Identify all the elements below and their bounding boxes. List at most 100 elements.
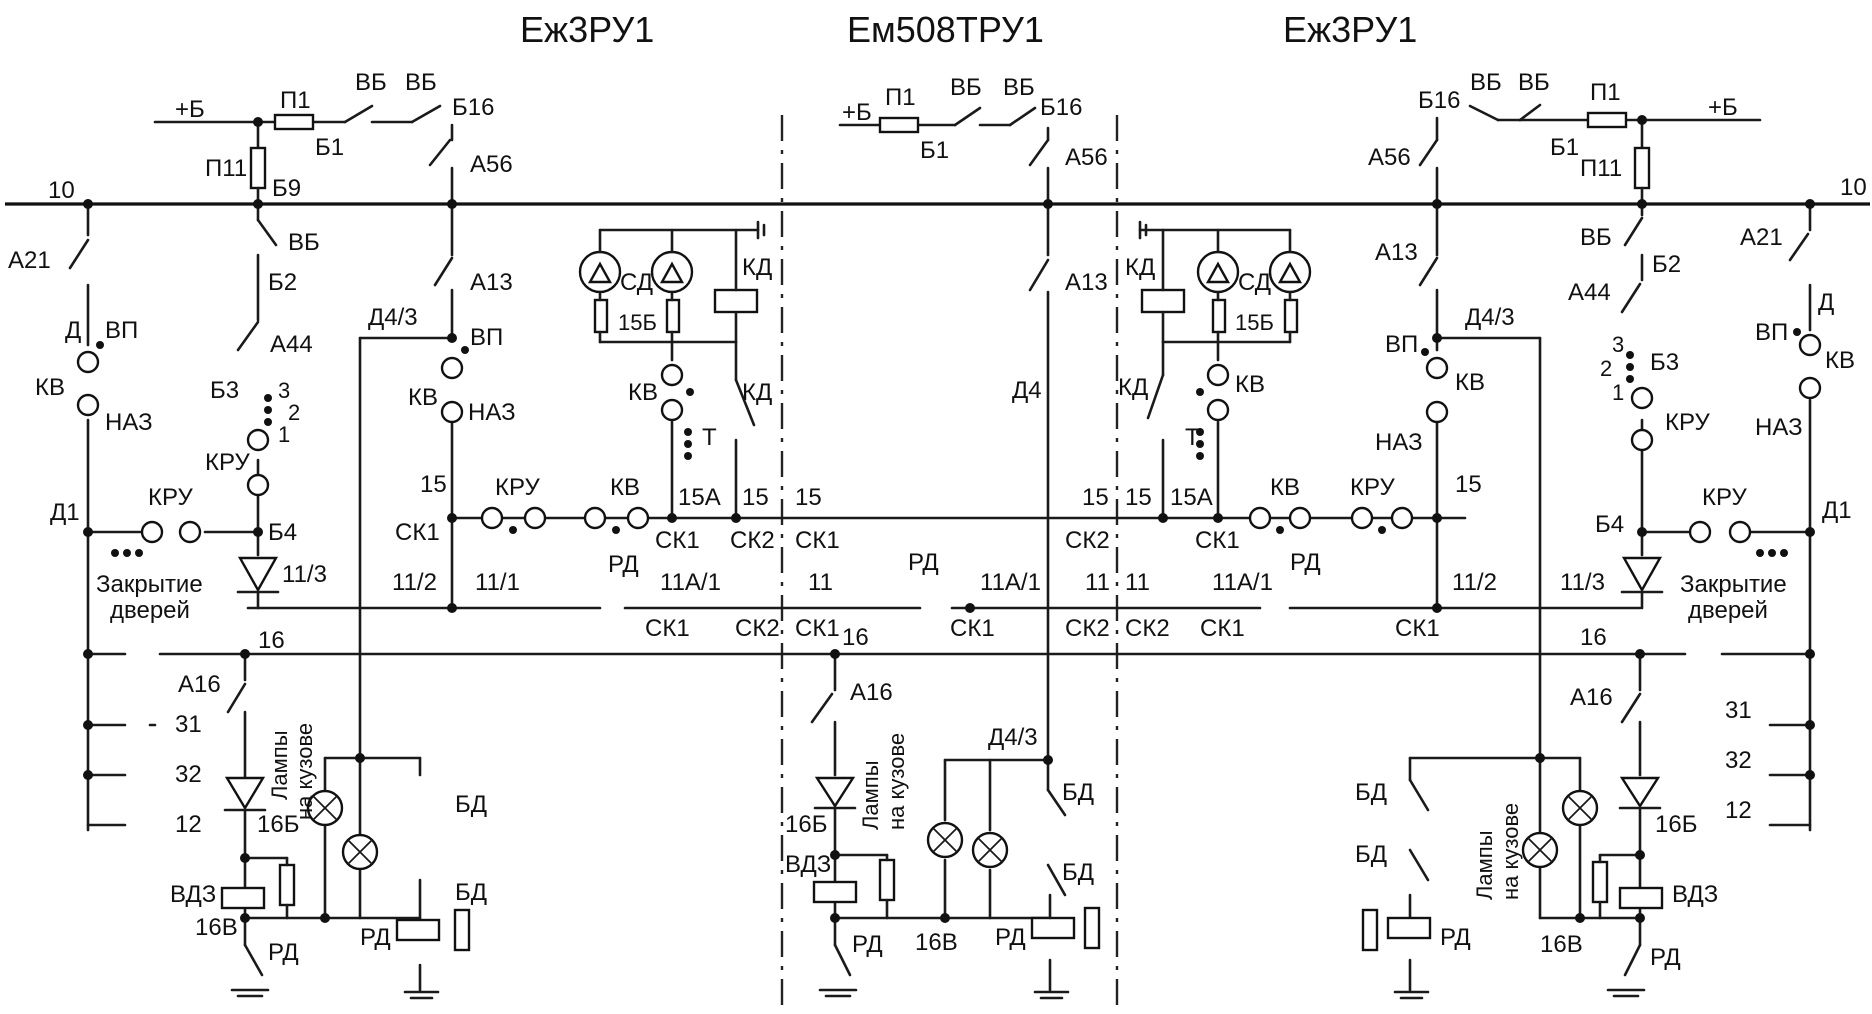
label-b1-right: Б1 [1550,134,1579,161]
labels: +Б П1 Б1 П11 Б9 ВБ ВБ Б16 А56 10 А21 ВБ … [8,69,1867,971]
label-113-right: 11/3 [1560,569,1605,596]
label-kru-left-1: КРУ [205,449,250,476]
label-11a1-left: 11А/1 [660,569,721,596]
label-kd-left-1: КД [742,254,772,281]
label-lamps-center-1: Лампы [858,760,883,830]
label-sd-right: СД [1238,269,1271,296]
label-kv-right-4: КВ [1825,347,1855,374]
label-d-right: Д [1818,289,1834,316]
label-vb-left-1: ВБ [355,69,387,96]
label-vb-right-3: ВБ [1580,224,1612,251]
label-b9: Б9 [272,175,301,202]
label-kv-right-2: КВ [1270,474,1300,501]
label-12-left: 12 [175,811,202,838]
ground-symbols [230,988,1646,1000]
label-31-right: 31 [1725,697,1752,724]
label-15b-left: 15Б [618,310,657,335]
label-11-center-2: 11 [1085,569,1110,596]
label-naz-left-1: НАЗ [468,399,516,426]
label-bd-right-2: БД [1355,841,1387,868]
label-naz-right-2: НАЗ [1755,414,1803,441]
label-kd-right-2: КД [1118,374,1148,401]
label-kv-right-1: КВ [1235,371,1265,398]
label-rd-right-2: РД [1650,944,1681,971]
label-kru-right-3: КРУ [1702,484,1747,511]
label-bd-center-2: БД [1062,859,1094,886]
label-p1-right: П1 [1590,79,1621,106]
label-rd-left-2: РД [268,939,299,966]
label-lamps-right-2: на кузове [1498,803,1523,900]
label-b1-center: Б1 [920,137,949,164]
label-sk1-left-3: СК1 [645,615,690,642]
label-3-right: 3 [1612,332,1624,357]
label-a21-right: А21 [1740,224,1783,251]
label-rd-right-3: РД [1440,924,1471,951]
label-sk2-center-1: СК2 [1065,527,1110,554]
section-dividers [780,115,1119,1010]
label-rd-left-3: РД [360,924,391,951]
label-sk1-left-2: СК1 [655,527,700,554]
label-b16-left: Б16 [452,94,494,121]
label-a44-right: А44 [1568,279,1611,306]
label-plus-b-center: +Б [842,99,872,126]
label-b2-left: Б2 [268,269,297,296]
title-right: Еж3РУ1 [1283,9,1417,50]
label-closing-left-1: Закрытие [96,571,203,598]
label-vb-left-2: ВБ [405,69,437,96]
label-vp-right-2: ВП [1755,319,1788,346]
left-contacts [76,341,650,557]
label-112-right: 11/2 [1452,569,1497,596]
label-a16-left: А16 [178,671,221,698]
label-rd-right-1: РД [1290,549,1321,576]
label-16b-center: 16Б [785,811,827,838]
label-vb-left-3: ВБ [288,229,320,256]
label-p11-right: П11 [1580,155,1622,182]
label-15-left-2: 15 [742,484,769,511]
label-vdz-left: ВДЗ [170,881,216,908]
label-111-left: 11/1 [475,569,520,596]
label-d1-left: Д1 [50,499,80,526]
label-kv-left-2: КВ [35,374,65,401]
label-b16-center: Б16 [1040,94,1082,121]
label-11a1-center: 11А/1 [980,569,1041,596]
label-bd-center-1: БД [1062,779,1094,806]
section-titles: Еж3РУ1 Ем508ТРУ1 Еж3РУ1 [520,9,1417,50]
center-section-wiring [810,106,1101,992]
label-a13-right: А13 [1375,239,1418,266]
label-lamps-right-1: Лампы [1472,830,1497,900]
label-b4-right: Б4 [1595,511,1624,538]
label-2-left: 2 [288,400,300,425]
label-a13-left: А13 [470,269,513,296]
label-31-left: 31 [175,711,202,738]
label-plus-b-right: +Б [1708,94,1738,121]
label-vb-right-2: ВБ [1518,69,1550,96]
label-15-center-1: 15 [795,484,822,511]
label-15-right-1: 15 [1125,484,1152,511]
label-16v-left: 16В [195,914,238,941]
label-kv-left-3: КВ [610,474,640,501]
label-16-center: 16 [842,624,869,651]
label-rd-center-2: РД [852,931,883,958]
label-rd-center-3: РД [995,924,1026,951]
label-15-right-2: 15 [1455,471,1482,498]
label-a13-center: А13 [1065,269,1108,296]
label-11-right: 11 [1125,569,1150,596]
label-kru-right-2: КРУ [1665,409,1710,436]
left-diodes [223,556,280,812]
label-11-center-1: 11 [808,569,833,596]
label-16b-left: 16Б [257,811,299,838]
label-bd-right-1: БД [1355,779,1387,806]
junction-dots [83,115,1815,923]
label-kv-left-4: КВ [628,379,658,406]
label-b3-left: Б3 [210,377,239,404]
label-b16-right: Б16 [1418,87,1460,114]
label-15-left: 15 [420,471,447,498]
label-d43-left: Д4/3 [368,304,418,331]
label-a16-center: А16 [850,679,893,706]
label-t-left: Т [702,424,717,451]
label-sk2-right-1: СК2 [1125,615,1170,642]
label-b4-left: Б4 [268,519,297,546]
label-closing-right-2: дверей [1688,597,1768,624]
label-32-right: 32 [1725,747,1752,774]
